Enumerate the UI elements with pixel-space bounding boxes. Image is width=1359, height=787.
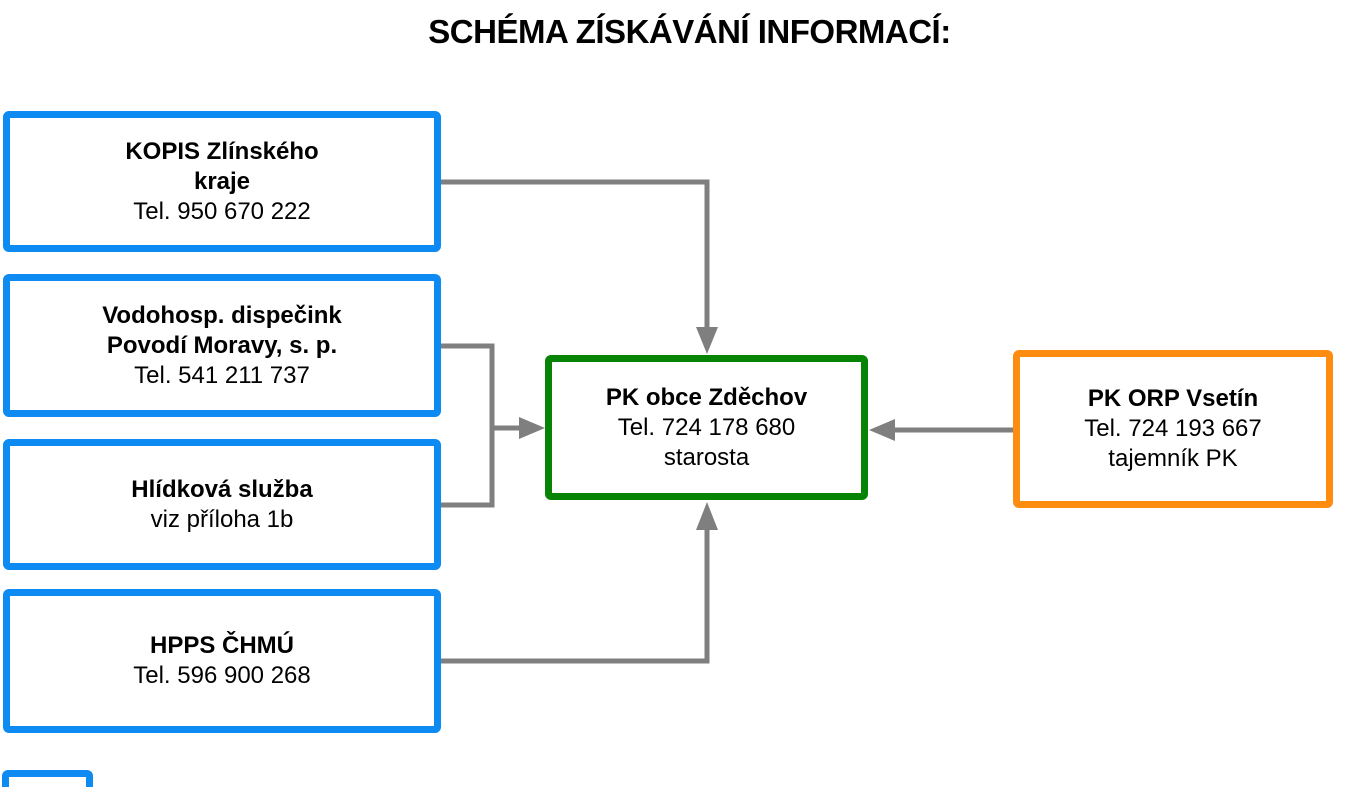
box-vodohosp-name-line: Vodohosp. dispečink xyxy=(102,301,342,329)
arrow-vodohosp-hlidkova-to-pk-obce xyxy=(441,343,545,508)
arrow-kopis-to-pk-obce xyxy=(441,179,718,354)
box-hlidkova-note: viz příloha 1b xyxy=(150,505,294,533)
box-kopis-phone: Tel. 950 670 222 xyxy=(133,197,311,225)
box-pk-orp-vsetin: PK ORP Vsetín Tel. 724 193 667 tajemník … xyxy=(1013,350,1333,508)
box-pk-obce-zdechov: PK obce Zděchov Tel. 724 178 680 starost… xyxy=(545,355,868,500)
arrow-pk-orp-to-pk-obce xyxy=(869,419,1014,441)
arrow-hpps-to-pk-obce xyxy=(441,502,718,664)
box-kopis-name-line: KOPIS Zlínského xyxy=(125,137,319,165)
box-hpps-phone: Tel. 596 900 268 xyxy=(133,662,311,689)
box-kopis: KOPIS Zlínského kraje Tel. 950 670 222 xyxy=(3,111,441,252)
box-pk-obce-role: starosta xyxy=(663,443,750,471)
box-vodohosp-name-line: Povodí Moravy, s. p. xyxy=(106,331,338,359)
box-hlidkova-name-line: Hlídková služba xyxy=(131,475,313,503)
box-pk-orp-phone: Tel. 724 193 667 xyxy=(1084,415,1262,442)
box-vodohosp-phone: Tel. 541 211 737 xyxy=(134,361,310,389)
box-hlidkova-sluzba: Hlídková služba viz příloha 1b xyxy=(3,439,441,570)
page-title: SCHÉMA ZÍSKÁVÁNÍ INFORMACÍ: xyxy=(428,13,951,50)
box-kopis-name-line: kraje xyxy=(193,167,251,195)
box-clipped-fragment xyxy=(2,770,93,787)
box-pk-orp-role: tajemník PK xyxy=(1108,445,1238,472)
box-pk-orp-name-line: PK ORP Vsetín xyxy=(1087,385,1259,412)
box-hpps-name-line: HPPS ČHMÚ xyxy=(149,632,294,659)
box-vodohosp-dispecink: Vodohosp. dispečink Povodí Moravy, s. p.… xyxy=(3,274,441,417)
box-pk-obce-phone: Tel. 724 178 680 xyxy=(617,413,796,441)
box-pk-obce-name-line: PK obce Zděchov xyxy=(605,383,808,411)
box-hpps-chmu: HPPS ČHMÚ Tel. 596 900 268 xyxy=(3,589,441,733)
